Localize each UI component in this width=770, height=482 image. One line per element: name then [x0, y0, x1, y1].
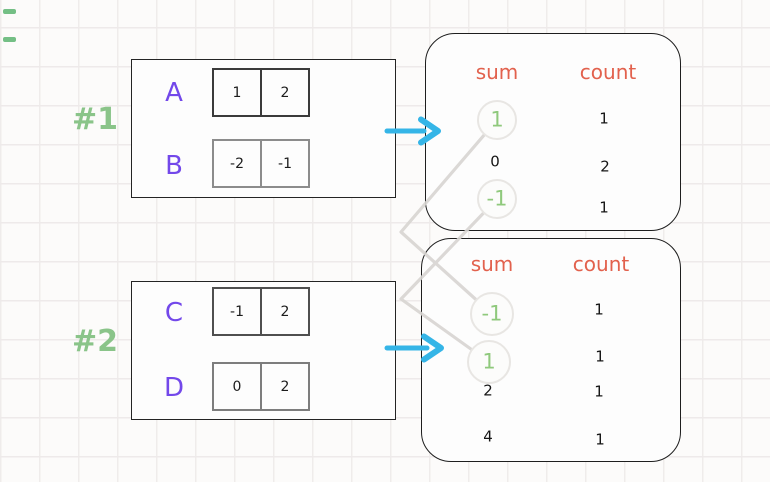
result-2-sum-0: -1 — [481, 301, 503, 326]
result-2-sum-2: 2 — [483, 381, 493, 400]
result-1-count-1: 2 — [600, 157, 610, 176]
result-2-sum-3: 4 — [483, 427, 493, 446]
array-a-cell-0: 1 — [212, 68, 262, 117]
array-b-label: B — [165, 151, 183, 181]
result-1-count-2: 1 — [599, 198, 609, 217]
group-2-tag: #2 — [71, 324, 119, 359]
array-c-cells: -1 2 — [212, 287, 310, 336]
result-2-count-1: 1 — [595, 347, 605, 366]
result-2-sum-1: 1 — [482, 349, 496, 374]
array-b-cell-0: -2 — [212, 139, 262, 188]
result-1-count-header: count — [579, 60, 637, 84]
array-a-cells: 1 2 — [212, 68, 310, 117]
group-1-tag: #1 — [71, 102, 119, 137]
result-1-sum-2: -1 — [486, 186, 508, 211]
result-2-count-3: 1 — [595, 430, 605, 449]
result-map-2-box — [421, 238, 681, 462]
array-d-cell-1: 2 — [260, 362, 310, 411]
array-a-label: A — [165, 78, 183, 108]
array-b-cell-1: -1 — [260, 139, 310, 188]
array-a-cell-1: 2 — [260, 68, 310, 117]
array-c-cell-1: 2 — [260, 287, 310, 336]
array-d-cell-0: 0 — [212, 362, 262, 411]
stray-green-mark-2 — [3, 37, 16, 42]
stray-green-mark-1 — [3, 9, 16, 14]
array-d-label: D — [163, 373, 185, 403]
result-2-count-header: count — [572, 252, 630, 276]
result-2-count-0: 1 — [594, 300, 604, 319]
result-2-count-2: 1 — [594, 382, 604, 401]
array-c-cell-0: -1 — [212, 287, 262, 336]
result-1-sum-0: 1 — [490, 107, 504, 132]
array-c-label: C — [164, 298, 184, 328]
result-1-sum-header: sum — [475, 60, 519, 84]
result-1-sum-1: 0 — [490, 152, 500, 171]
array-d-cells: 0 2 — [212, 362, 310, 411]
result-map-1-box — [425, 33, 681, 231]
result-2-sum-header: sum — [470, 252, 514, 276]
array-b-cells: -2 -1 — [212, 139, 310, 188]
result-1-count-0: 1 — [599, 109, 609, 128]
